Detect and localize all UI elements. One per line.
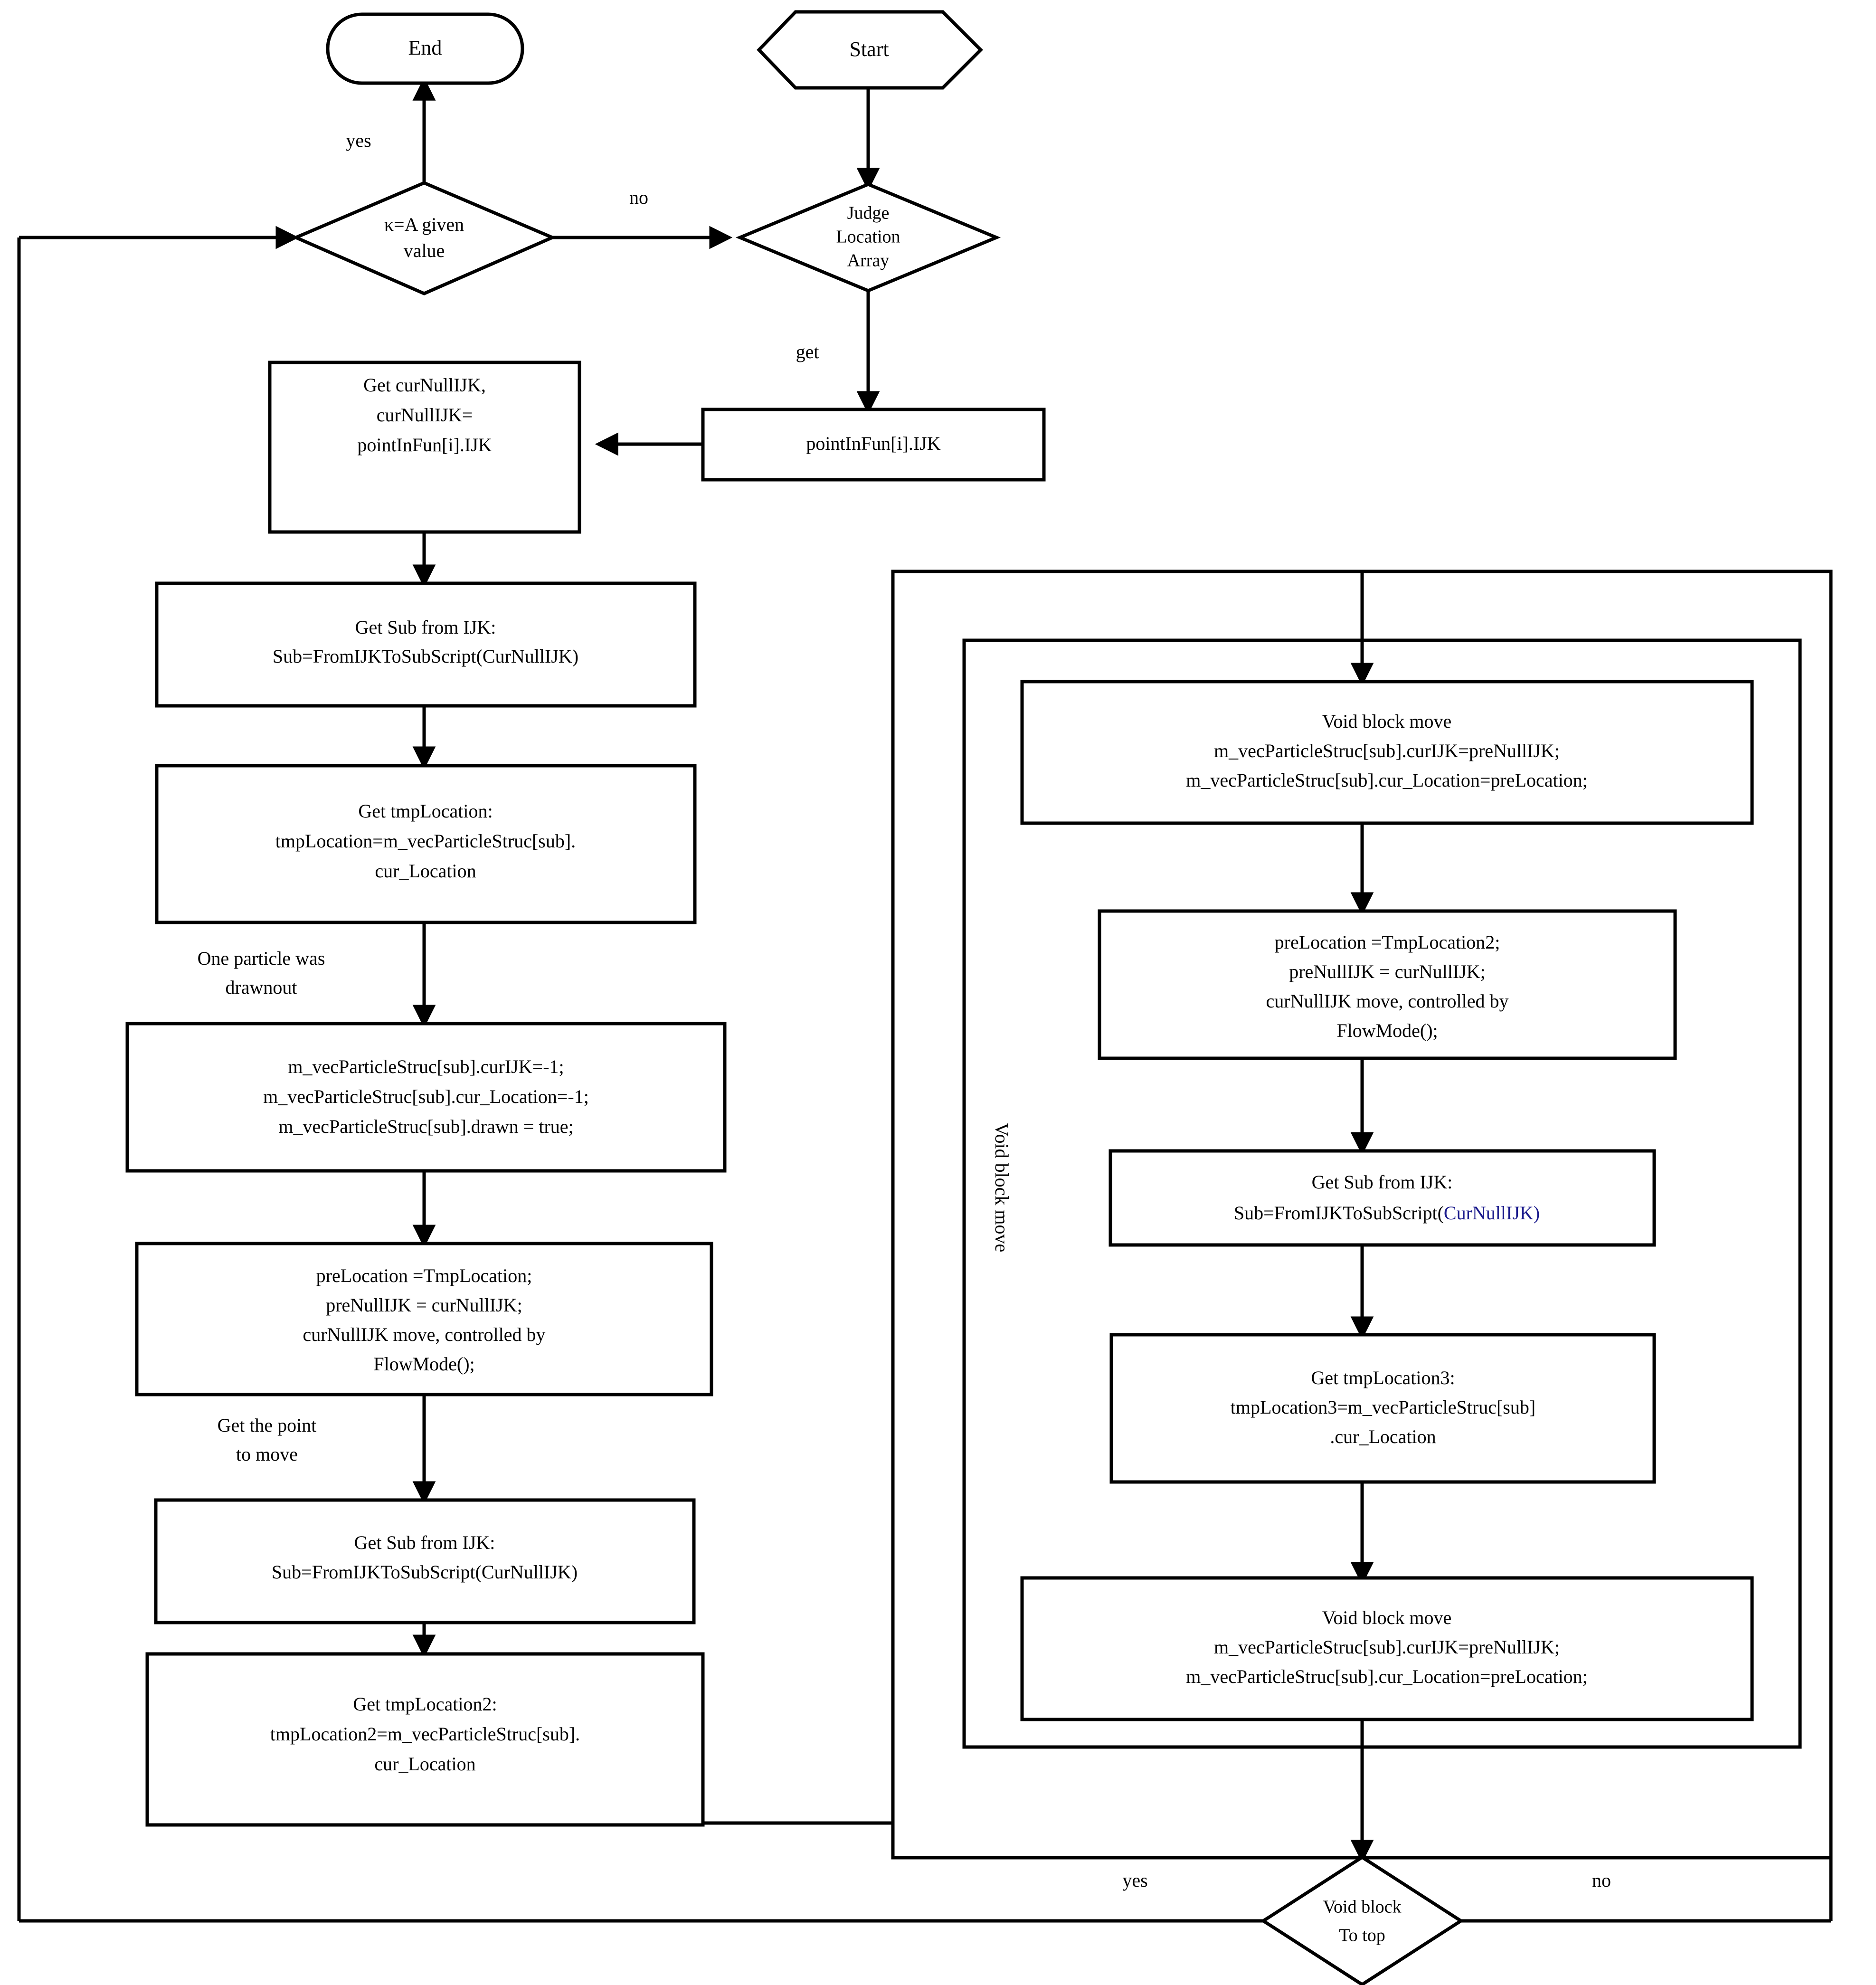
node-point-in-fun[interactable]: pointInFun[i].IJK <box>701 408 1046 482</box>
node-get-tmplocation3-line2: tmpLocation3=m_vecParticleStruc[sub] <box>1231 1396 1535 1418</box>
node-prelocation-1-line1: preLocation =TmpLocation; <box>316 1265 532 1286</box>
edge-label-one-particle-2: drawnout <box>225 977 297 998</box>
node-get-curnullijk-line3: pointInFun[i].IJK <box>357 434 492 456</box>
node-drawn-out-line2: m_vecParticleStruc[sub].cur_Location=-1; <box>263 1086 589 1107</box>
node-prelocation-2-line1: preLocation =TmpLocation2; <box>1275 931 1500 953</box>
node-get-tmplocation2-line3: cur_Location <box>374 1753 475 1775</box>
node-get-tmplocation2-line2: tmpLocation2=m_vecParticleStruc[sub]. <box>270 1723 580 1745</box>
inner-loop-container <box>962 638 1802 1749</box>
node-decision-judge-location[interactable]: Judge Location Array <box>735 182 1001 293</box>
node-get-sub-2-line1: Get Sub from IJK: <box>354 1532 495 1553</box>
node-prelocation-2-line2: preNullIJK = curNullIJK; <box>1289 961 1486 982</box>
node-prelocation-2-line4: FlowMode(); <box>1336 1020 1438 1041</box>
node-get-curnullijk[interactable]: Get curNullIJK, curNullIJK= pointInFun[i… <box>268 361 581 534</box>
node-void-move-bottom[interactable]: Void block move m_vecParticleStruc[sub].… <box>1020 1576 1754 1721</box>
node-get-sub-2-line2: Sub=FromIJKToSubScript(CurNullIJK) <box>272 1561 578 1583</box>
node-get-tmplocation[interactable]: Get tmpLocation: tmpLocation=m_vecPartic… <box>155 764 697 924</box>
node-judge-line2: Location <box>836 227 900 247</box>
node-particle-drawn-out[interactable]: m_vecParticleStruc[sub].curIJK=-1; m_vec… <box>125 1022 727 1173</box>
node-get-tmplocation3-line3: .cur_Location <box>1330 1426 1436 1447</box>
node-prelocation-1-line2: preNullIJK = curNullIJK; <box>326 1294 522 1316</box>
node-get-tmplocation-line2: tmpLocation=m_vecParticleStruc[sub]. <box>275 830 576 852</box>
edge-label-get-point-1: Get the point <box>218 1415 317 1436</box>
edge-label-k-yes: yes <box>346 130 371 151</box>
node-get-curnullijk-line1: Get curNullIJK, <box>363 374 486 396</box>
node-start[interactable]: Start <box>757 10 983 90</box>
node-void-move-top-line1: Void block move <box>1322 711 1452 732</box>
edge-label-get: get <box>796 341 819 362</box>
node-get-tmplocation2[interactable]: Get tmpLocation2: tmpLocation2=m_vecPart… <box>145 1652 705 1827</box>
node-decision-kappa-line1: κ=A given <box>384 214 464 235</box>
edge-label-k-no: no <box>629 187 648 208</box>
node-end[interactable]: End <box>326 12 524 85</box>
node-get-curnullijk-line2: curNullIJK= <box>377 404 473 426</box>
node-end-label: End <box>408 36 442 59</box>
node-prelocation-1[interactable]: preLocation =TmpLocation; preNullIJK = c… <box>135 1242 713 1396</box>
node-get-sub-3-line2: Sub=FromIJKToSubScript(CurNullIJK) <box>1201 1202 1563 1224</box>
edge-label-one-particle-1: One particle was <box>198 948 325 969</box>
node-get-sub-1-line2: Sub=FromIJKToSubScript(CurNullIJK) <box>273 646 578 667</box>
node-void-move-top-line2: m_vecParticleStruc[sub].curIJK=preNullIJ… <box>1214 740 1560 761</box>
node-decision-kappa[interactable]: κ=A given value <box>292 181 557 295</box>
node-prelocation-2[interactable]: preLocation =TmpLocation2; preNullIJK = … <box>1098 909 1677 1060</box>
node-get-sub-3-highlight: CurNullIJK <box>1444 1202 1534 1224</box>
node-void-move-top-line3: m_vecParticleStruc[sub].cur_Location=pre… <box>1186 769 1588 791</box>
node-void-move-top[interactable]: Void block move m_vecParticleStruc[sub].… <box>1020 680 1754 825</box>
node-decision-kappa-line2: value <box>404 240 445 261</box>
node-get-sub-3-line2-tail: ) <box>1534 1202 1540 1224</box>
node-get-tmplocation2-line1: Get tmpLocation2: <box>353 1693 497 1715</box>
node-drawn-out-line1: m_vecParticleStruc[sub].curIJK=-1; <box>288 1056 564 1077</box>
node-prelocation-1-line3: curNullIJK move, controlled by <box>303 1324 546 1345</box>
node-drawn-out-line3: m_vecParticleStruc[sub].drawn = true; <box>278 1116 573 1137</box>
node-start-label: Start <box>849 38 889 61</box>
node-judge-line3: Array <box>847 251 890 271</box>
node-get-sub-3-line2-plain: Sub=FromIJKToSubScript( <box>1234 1202 1444 1224</box>
outer-loop-label: Void block move <box>991 1123 1013 1253</box>
node-get-tmplocation3-line1: Get tmpLocation3: <box>1311 1367 1455 1388</box>
node-get-tmplocation3[interactable]: Get tmpLocation3: tmpLocation3=m_vecPart… <box>1109 1333 1656 1484</box>
node-get-tmplocation-line1: Get tmpLocation: <box>358 800 493 822</box>
node-void-move-bottom-line3: m_vecParticleStruc[sub].cur_Location=pre… <box>1186 1666 1588 1687</box>
node-decision-void-line1: Void block <box>1323 1897 1401 1917</box>
edge-label-voidtop-yes: yes <box>1122 1870 1147 1891</box>
node-get-sub-3-line1: Get Sub from IJK: <box>1312 1171 1453 1193</box>
node-get-sub-2[interactable]: Get Sub from IJK: Sub=FromIJKToSubScript… <box>154 1498 696 1624</box>
node-get-sub-3[interactable]: Get Sub from IJK: Sub=FromIJKToSubScript… <box>1109 1149 1656 1247</box>
node-prelocation-1-line4: FlowMode(); <box>373 1353 474 1375</box>
node-decision-void-line2: To top <box>1339 1926 1385 1946</box>
node-get-tmplocation-line3: cur_Location <box>375 860 476 882</box>
node-void-move-bottom-line2: m_vecParticleStruc[sub].curIJK=preNullIJ… <box>1214 1636 1560 1658</box>
edge-label-voidtop-no: no <box>1592 1870 1611 1891</box>
node-prelocation-2-line3: curNullIJK move, controlled by <box>1266 990 1509 1012</box>
node-point-in-fun-label: pointInFun[i].IJK <box>806 433 940 454</box>
node-decision-void-to-top[interactable]: Void block To top <box>1260 1855 1464 1985</box>
edge-label-get-point-2: to move <box>236 1444 298 1465</box>
node-get-sub-1-line1: Get Sub from IJK: <box>355 617 496 638</box>
node-get-sub-1[interactable]: Get Sub from IJK: Sub=FromIJKToSubScript… <box>155 581 697 708</box>
node-void-move-bottom-line1: Void block move <box>1322 1607 1452 1628</box>
node-judge-line1: Judge <box>847 203 890 223</box>
